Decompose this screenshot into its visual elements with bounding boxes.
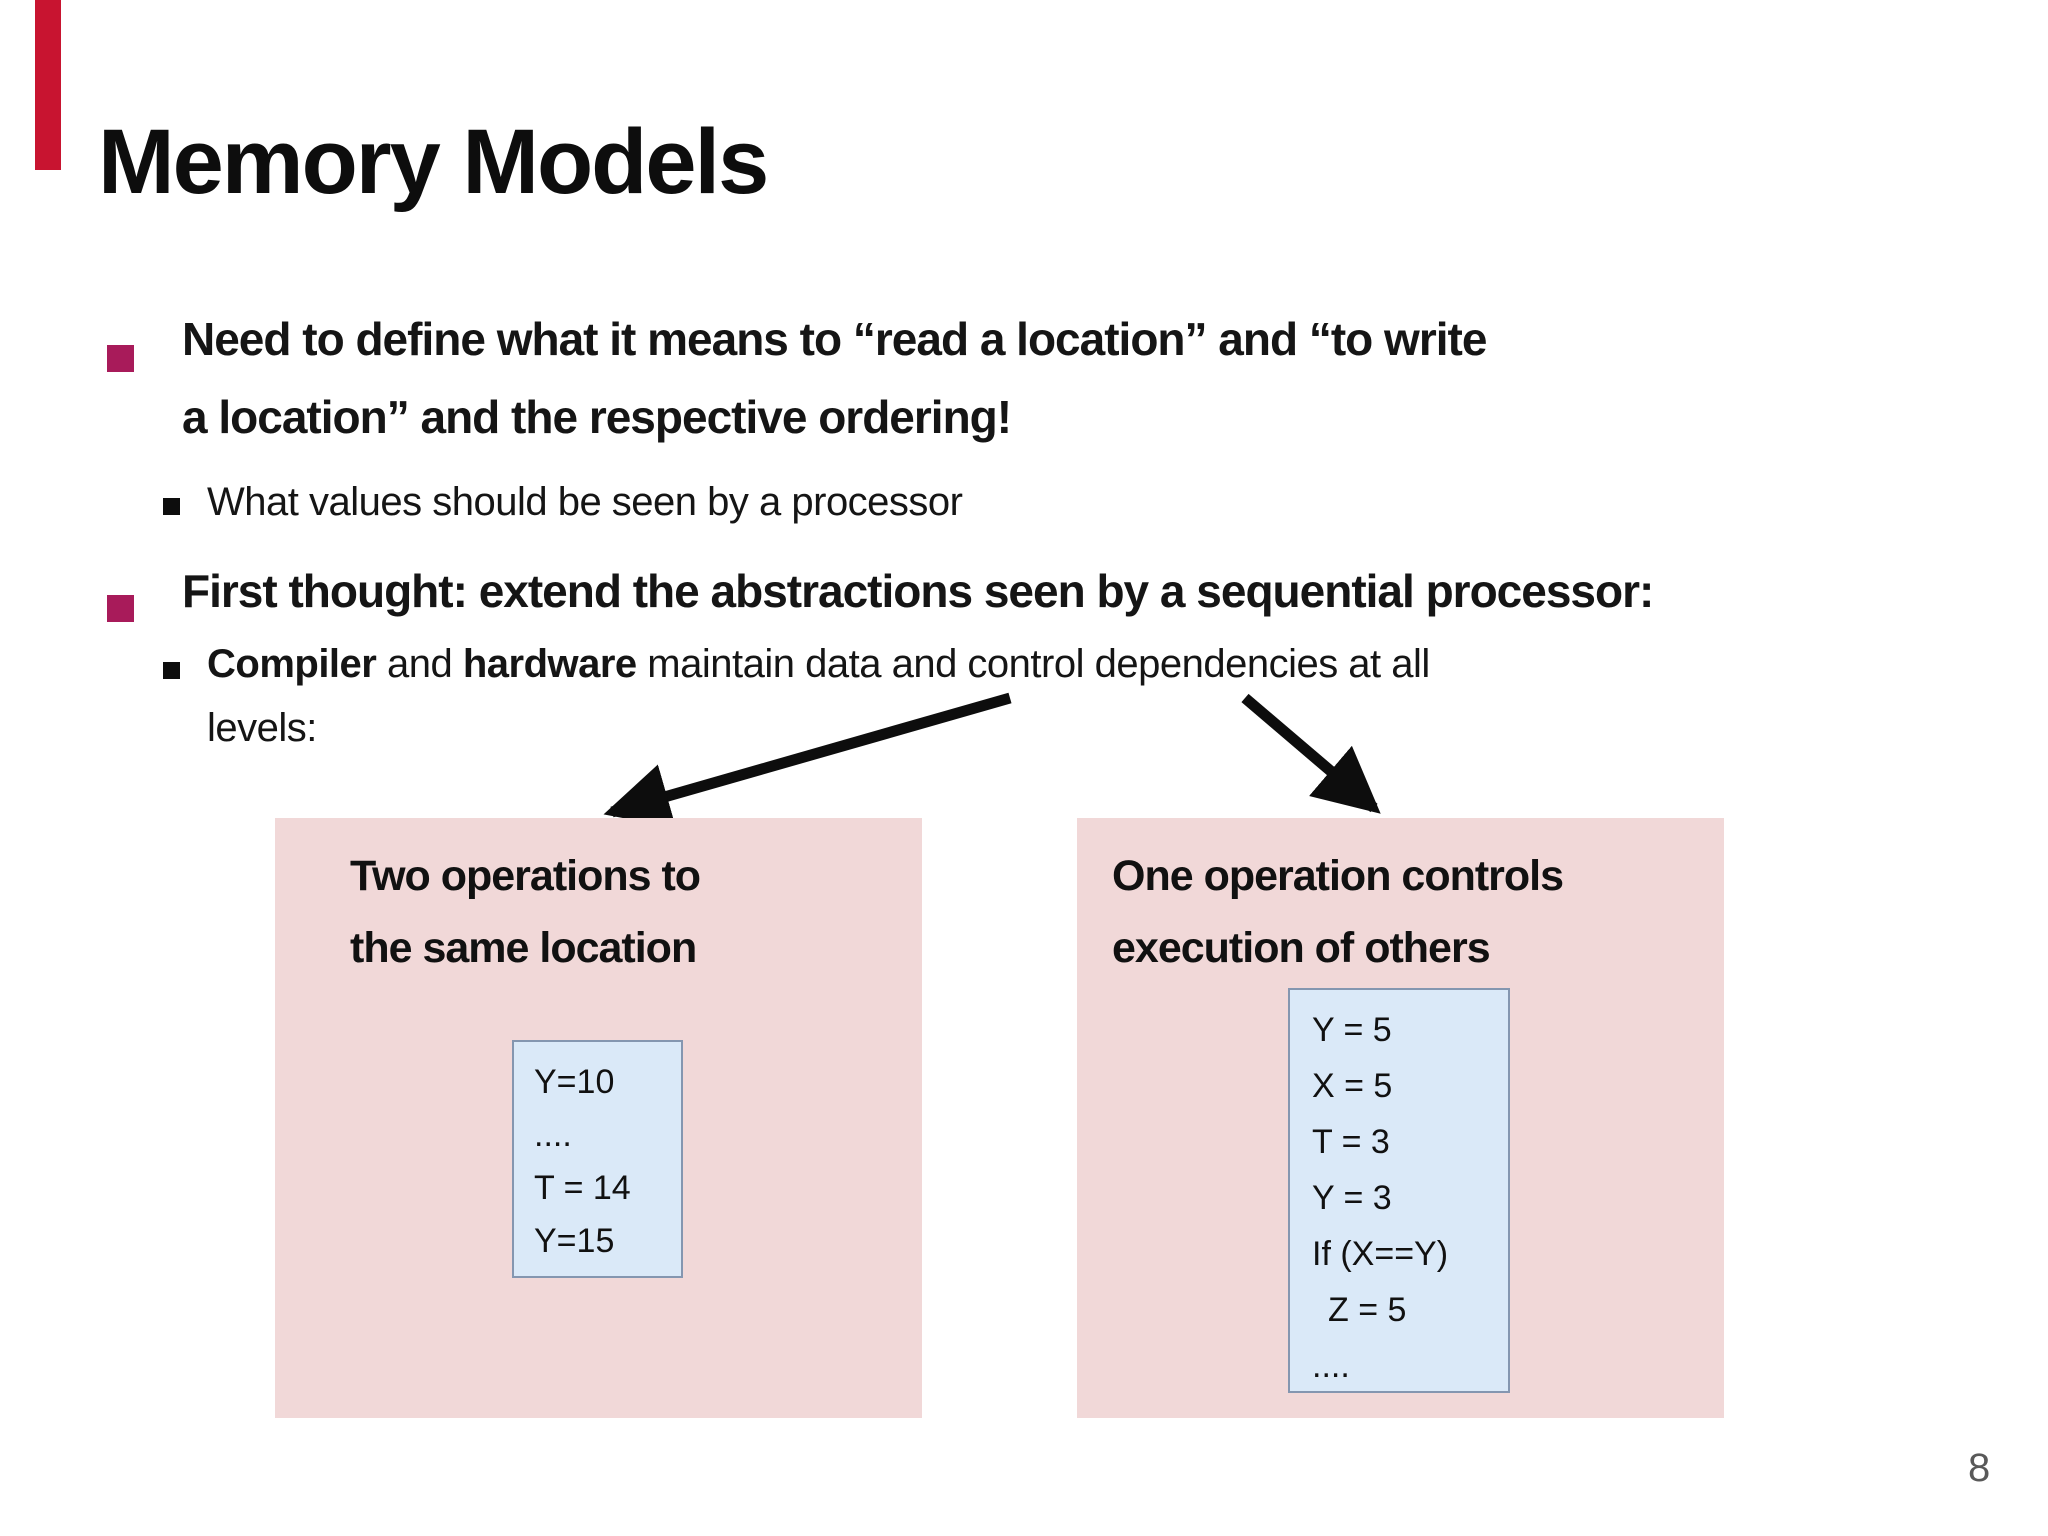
sub-bullet-2-line2: levels:: [207, 706, 317, 750]
code-line: ....: [534, 1116, 572, 1154]
right-panel: One operation controls execution of othe…: [1077, 818, 1724, 1418]
bullet-1-text: Need to define what it means to “read a …: [182, 313, 1487, 443]
code-line: Y = 3: [1312, 1179, 1392, 1217]
sub-bullet-2-seg: maintain data and control dependencies a…: [636, 642, 1430, 686]
sub-bullet-2-bold-hardware: hardware: [462, 642, 637, 686]
sub-bullet-2-bold-compiler: Compiler: [207, 642, 377, 686]
code-line: X = 5: [1312, 1067, 1393, 1105]
bullet-square: [107, 345, 134, 372]
left-panel-title-line2: the same location: [350, 924, 697, 972]
left-code-box: Y=10 .... T = 14 Y=15: [512, 1040, 683, 1278]
sub-bullet-square: [163, 662, 180, 679]
right-code-box: Y = 5 X = 5 T = 3 Y = 3 If (X==Y) Z = 5 …: [1288, 988, 1510, 1393]
right-panel-title-line2: execution of others: [1112, 924, 1491, 972]
sub-bullet-square: [163, 498, 180, 515]
page-title: Memory Models: [98, 111, 769, 213]
sub-bullet-2-seg: and: [376, 642, 463, 686]
left-panel: Two operations to the same location Y=10…: [275, 818, 922, 1418]
left-panel-title-line1: Two operations to: [350, 852, 701, 900]
accent-bar: [35, 0, 61, 170]
page-number: 8: [1968, 1446, 1991, 1490]
code-line: T = 14: [534, 1169, 631, 1207]
code-line: Y=10: [534, 1063, 615, 1101]
code-line: ....: [1312, 1347, 1350, 1385]
sub-bullet-1-text: What values should be seen by a processo…: [207, 480, 963, 524]
code-line: Y = 5: [1312, 1011, 1392, 1049]
bullet-2-text: First thought: extend the abstractions s…: [182, 565, 1654, 617]
sub-bullet-2-text: Compiler and hardware maintain data and …: [207, 632, 1707, 696]
right-panel-title-line1: One operation controls: [1112, 852, 1564, 900]
code-line: T = 3: [1312, 1123, 1390, 1161]
code-line: Y=15: [534, 1222, 615, 1260]
code-line: If (X==Y): [1312, 1235, 1449, 1273]
bullet-square: [107, 595, 134, 622]
code-line: Z = 5: [1328, 1291, 1407, 1329]
arrow-to-left-box: [603, 692, 1012, 828]
arrow-to-right-box: [1241, 693, 1381, 814]
